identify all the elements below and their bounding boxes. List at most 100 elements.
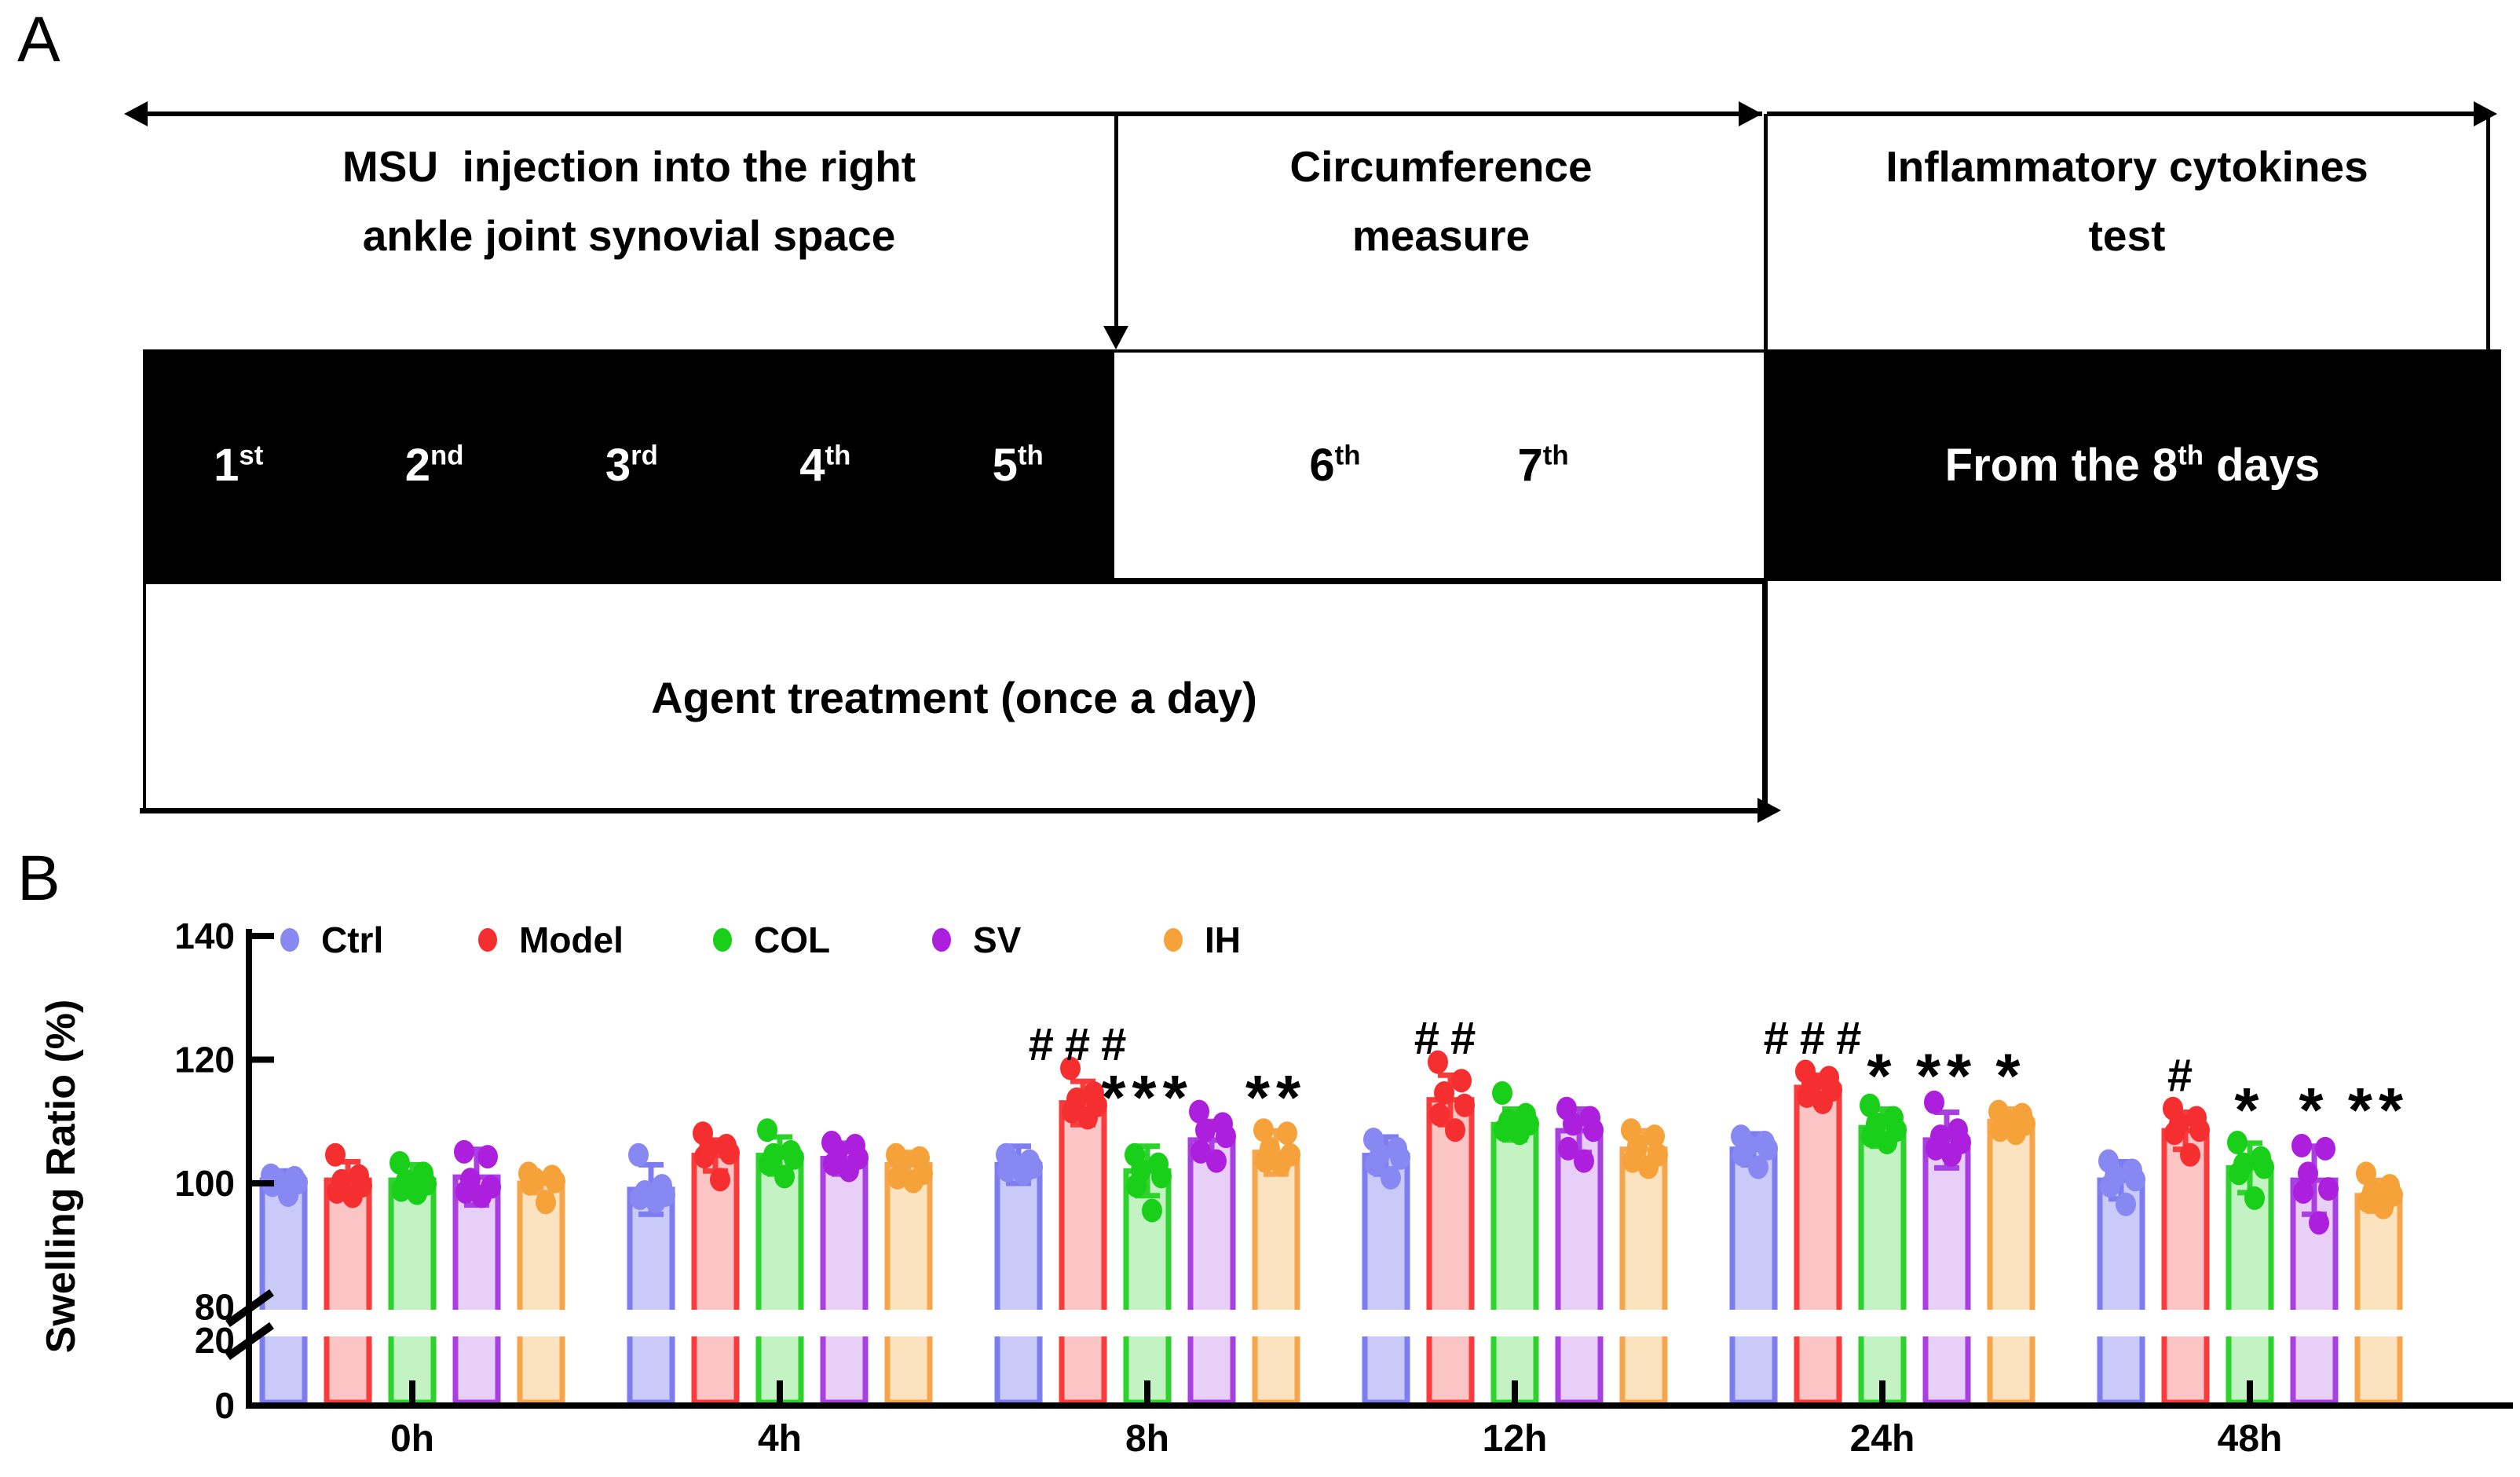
- dot-COL-48h: [2227, 1131, 2248, 1155]
- dot-IH-0h: [520, 1172, 540, 1196]
- dot-Ctrl-4h: [630, 1186, 650, 1210]
- significance-COL-8h: ***: [1101, 1062, 1193, 1132]
- dot-Ctrl-48h: [2116, 1192, 2136, 1216]
- significance-COL-48h: *: [2234, 1075, 2265, 1145]
- x-tick-4h: [777, 1380, 783, 1402]
- dot-Ctrl-8h: [1013, 1161, 1033, 1186]
- bar-COL-24h: [1858, 1124, 1907, 1406]
- days-1-5-box: 1st 2nd 3rd 4th 5th: [143, 349, 1114, 581]
- header-cytokines: Inflammatory cytokines test: [1768, 132, 2486, 270]
- y-tick-label-120: 120: [174, 1040, 235, 1080]
- dot-IH-8h: [1271, 1152, 1291, 1176]
- dot-COL-4h: [757, 1118, 777, 1142]
- panel-a-label: A: [17, 4, 60, 75]
- legend-label-COL: COL: [754, 919, 830, 960]
- axis-break-slash-lower: [225, 1322, 274, 1361]
- dot-COL-24h: [1861, 1124, 1882, 1149]
- dot-SV-48h: [2315, 1136, 2335, 1161]
- header-circumference-line1: Circumference: [1289, 142, 1593, 191]
- dot-IH-12h: [1622, 1149, 1643, 1173]
- dot-IH-0h: [545, 1169, 565, 1194]
- panel-b-label: B: [17, 843, 60, 914]
- dot-IH-24h: [2006, 1121, 2026, 1146]
- day-4th: 4th: [799, 440, 851, 491]
- dot-IH-4h: [887, 1165, 908, 1190]
- timeline-arrow-1-right-head: [1739, 101, 1762, 126]
- bar-Model-24h: [1794, 1084, 1842, 1406]
- dot-COL-8h: [1126, 1174, 1147, 1198]
- dot-Ctrl-24h: [1748, 1155, 1768, 1179]
- header-msu-injection: MSU injection into the right ankle joint…: [143, 132, 1115, 270]
- timeline-arrow-2-right-head: [2474, 101, 2497, 126]
- y-tick-label-140: 140: [174, 916, 235, 956]
- bar-Ctrl-8h: [994, 1161, 1043, 1406]
- dot-SV-4h: [823, 1152, 843, 1176]
- dot-IH-4h: [903, 1169, 924, 1194]
- agent-arrow-line: [140, 808, 1759, 813]
- bar-Model-4h: [691, 1153, 740, 1406]
- dot-Model-12h: [1429, 1102, 1450, 1127]
- bar-Ctrl-12h: [1362, 1153, 1410, 1406]
- dot-SV-12h: [1574, 1149, 1594, 1173]
- dot-Model-0h: [342, 1184, 363, 1208]
- dot-Model-0h: [327, 1180, 347, 1205]
- dot-IH-8h: [1253, 1118, 1274, 1142]
- legend-label-IH: IH: [1205, 919, 1241, 960]
- legend-dot-Model: [478, 928, 497, 952]
- dot-Model-8h: [1060, 1056, 1081, 1080]
- error-bars-group: [271, 1072, 2391, 1217]
- dot-Model-12h: [1434, 1081, 1454, 1106]
- y-axis-title: Swelling Ratio (%): [38, 1000, 84, 1354]
- dot-Model-12h: [1445, 1118, 1465, 1142]
- from-8th-days-text: From the 8th days: [1944, 440, 2321, 491]
- dot-COL-12h: [1509, 1121, 1530, 1146]
- significance-Model-12h: ##: [1414, 1013, 1487, 1064]
- header-circumference-line2: measure: [1351, 211, 1531, 260]
- bar-SV-4h: [820, 1156, 869, 1406]
- dot-Ctrl-24h: [1757, 1136, 1778, 1161]
- dot-Model-12h: [1428, 1050, 1448, 1074]
- dot-SV-8h: [1206, 1149, 1227, 1173]
- x-tick-24h: [1879, 1380, 1885, 1402]
- dot-Ctrl-12h: [1390, 1146, 1410, 1170]
- bar-Model-12h: [1426, 1097, 1475, 1406]
- significance-IH-48h: **: [2348, 1075, 2409, 1145]
- dot-COL-0h: [391, 1178, 411, 1202]
- header-cytokines-line1: Inflammatory cytokines: [1885, 142, 2368, 191]
- dot-SV-24h: [1941, 1142, 1962, 1167]
- dot-Model-24h: [1797, 1084, 1817, 1108]
- y-tick-label-100: 100: [174, 1163, 235, 1204]
- dot-SV-48h: [2293, 1180, 2313, 1205]
- data-points-group: [261, 1050, 2403, 1235]
- dot-SV-48h: [2291, 1133, 2312, 1157]
- dot-COL-12h: [1494, 1118, 1514, 1142]
- legend-dot-SV: [932, 928, 951, 952]
- legend-label-Ctrl: Ctrl: [321, 919, 383, 960]
- dot-COL-4h: [759, 1152, 779, 1176]
- bar-IH-24h: [1987, 1118, 2035, 1406]
- dot-IH-12h: [1644, 1124, 1665, 1149]
- separator-line-day5-6: [1114, 114, 1118, 327]
- from-8th-days-box: From the 8th days: [1764, 349, 2501, 581]
- dot-IH-48h: [2373, 1195, 2394, 1219]
- x-tick-8h: [1144, 1380, 1150, 1402]
- dot-COL-24h: [1877, 1131, 1897, 1155]
- day-5th: 5th: [992, 440, 1044, 491]
- legend-dot-COL: [713, 928, 732, 952]
- dot-IH-48h: [2356, 1161, 2376, 1186]
- bar-SV-8h: [1187, 1137, 1236, 1406]
- x-tick-0h: [409, 1380, 415, 1402]
- dot-COL-48h: [2254, 1155, 2274, 1179]
- y-tick-label-0: 0: [214, 1385, 235, 1426]
- bar-IH-12h: [1619, 1146, 1668, 1406]
- bar-Model-48h: [2161, 1128, 2210, 1406]
- bar-Model-8h: [1059, 1100, 1107, 1406]
- dot-Model-24h: [1812, 1090, 1833, 1114]
- bar-Model-0h: [324, 1177, 372, 1406]
- bar-COL-12h: [1490, 1121, 1539, 1406]
- legend-dot-Ctrl: [280, 928, 299, 952]
- day-7th: 7th: [1517, 440, 1569, 491]
